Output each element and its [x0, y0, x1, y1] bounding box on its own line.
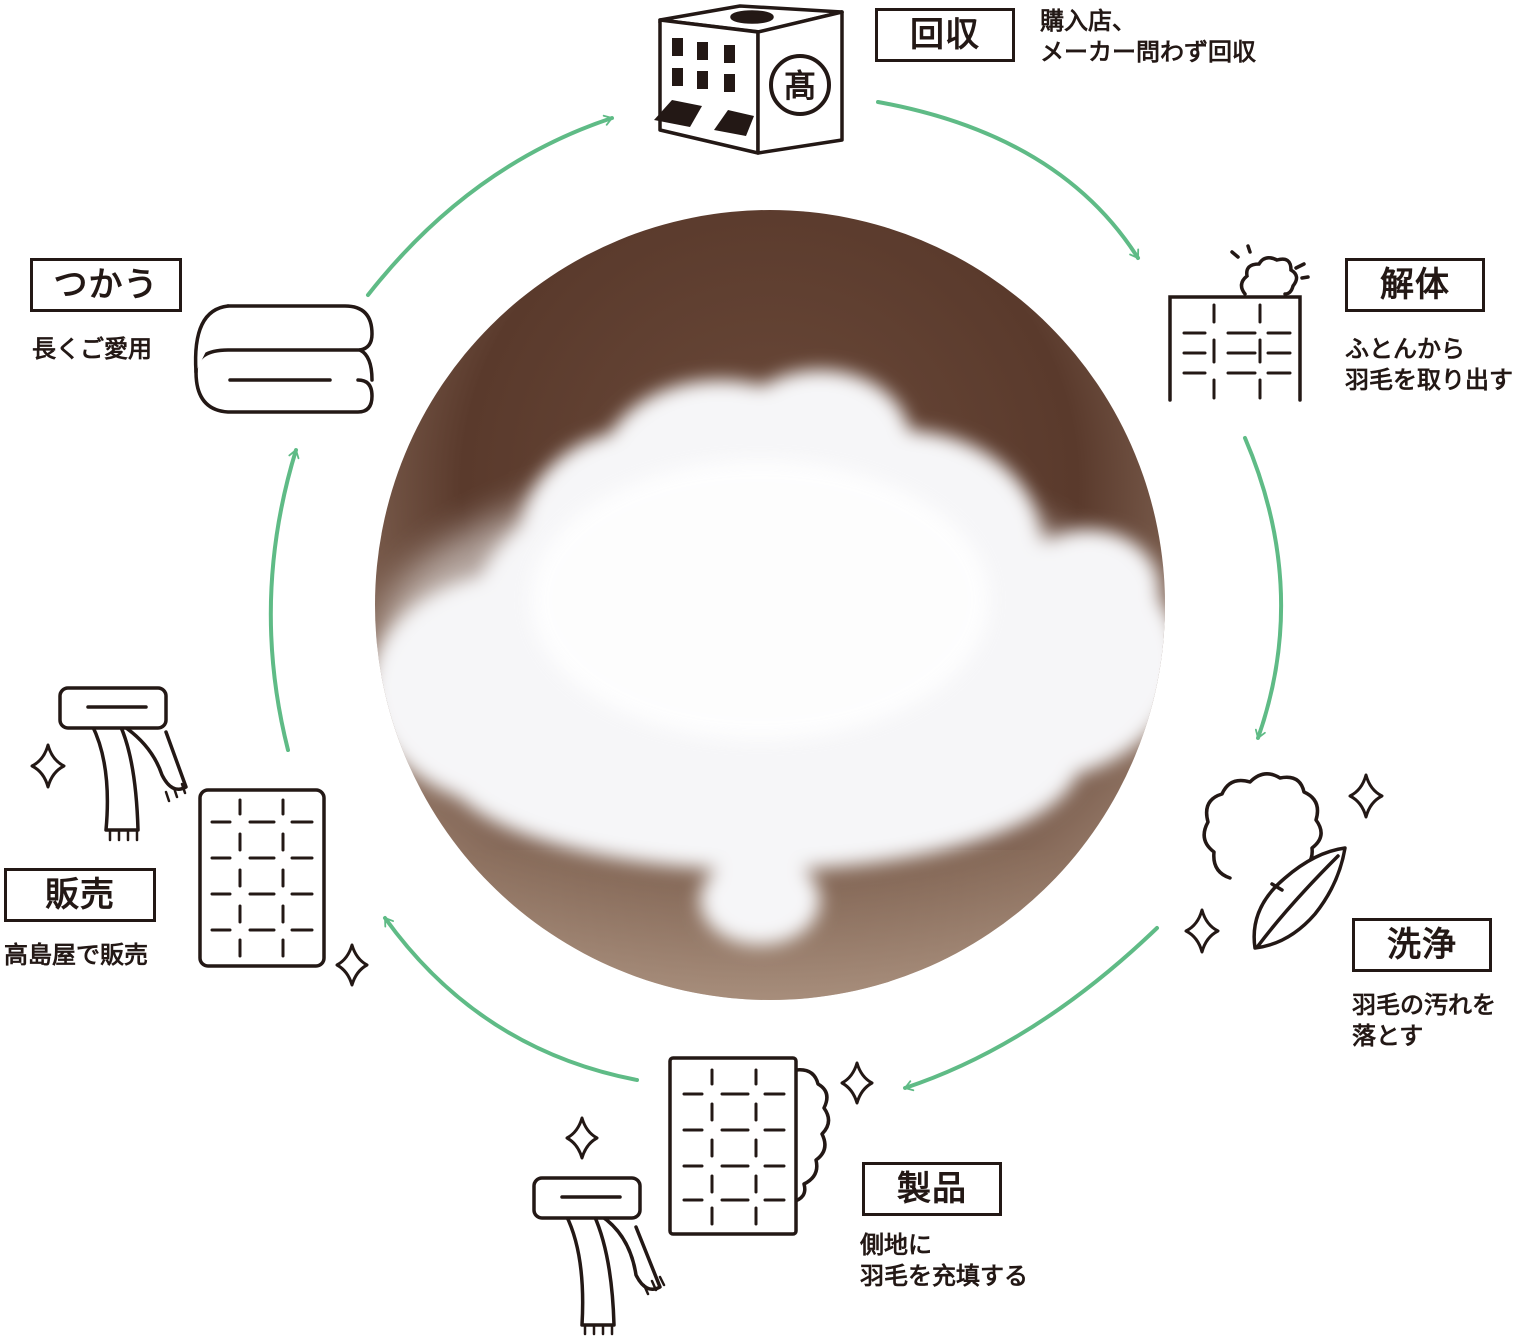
down-and-feather-icon: [1202, 772, 1347, 950]
arrow-kaitai-to-senjo: [1243, 436, 1284, 740]
step-label-kaishu: 回収: [875, 8, 1015, 62]
step-label-kaitai: 解体: [1345, 258, 1485, 312]
arrow-hanbai-to-tsukau: [268, 448, 300, 752]
step-desc-seihin: 側地に羽毛を充填する: [860, 1231, 1028, 1290]
step-label-tsukau: つかう: [30, 258, 182, 312]
duvet-with-down-icon: [1168, 244, 1310, 402]
sparkle-icon: [335, 943, 369, 987]
takashimaya-building-icon: 髙: [654, 4, 844, 155]
down-photo: [375, 210, 1165, 1000]
step-label-seihin: 製品: [862, 1162, 1002, 1216]
step-label-hanbai: 販売: [4, 868, 156, 922]
sparkle-icon: [30, 743, 66, 789]
sparkle-icon: [1348, 773, 1384, 819]
step-desc-senjo: 羽毛の汚れを落とす: [1352, 991, 1496, 1050]
step-desc-hanbai: 高島屋で販売: [4, 941, 148, 969]
duvet-and-scarf-icon: [532, 1056, 831, 1336]
sparkle-icons: [30, 743, 1384, 1160]
arrow-tsukau-to-kaishu: [366, 114, 614, 297]
arrow-kaishu-to-kaitai: [876, 100, 1140, 260]
step-desc-tsukau: 長くご愛用: [32, 335, 152, 363]
folded-futon-icon: [193, 304, 374, 414]
arrow-seihin-to-hanbai: [383, 916, 639, 1082]
arrow-senjo-to-seihin: [903, 926, 1159, 1092]
step-desc-kaitai: ふとんから羽毛を取り出す: [1345, 335, 1513, 394]
duvet-and-scarf-icon: [58, 686, 326, 968]
sparkle-icon: [1184, 908, 1220, 954]
cycle-arrows: [268, 100, 1284, 1092]
sparkle-icon: [840, 1061, 874, 1105]
sparkle-icon: [565, 1116, 599, 1160]
step-label-senjo: 洗浄: [1352, 918, 1492, 972]
step-desc-kaishu: 購入店、メーカー問わず回収: [1040, 7, 1256, 66]
svg-text:髙: 髙: [784, 67, 816, 105]
